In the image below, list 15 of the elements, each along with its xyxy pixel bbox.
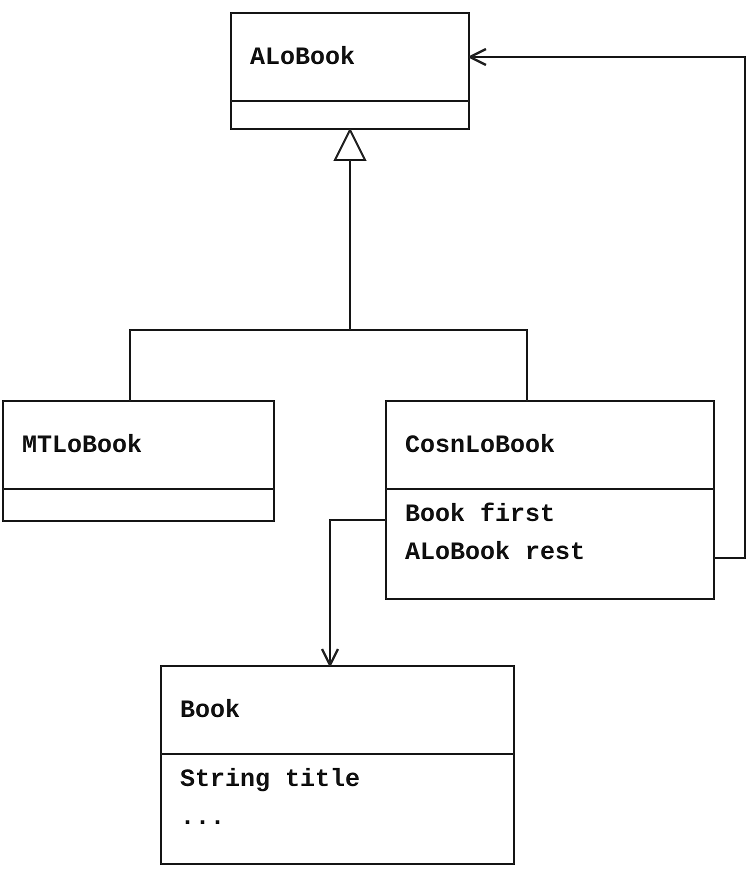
class-name: CosnLoBook [405,430,556,460]
arrow [468,48,746,559]
field-text: ALoBook rest [405,537,586,569]
inheritance-arrow [334,129,528,400]
class-name: MTLoBook [22,430,142,460]
arrow [320,519,385,666]
class-name: ALoBook [250,42,356,72]
class-name: Book [180,696,240,724]
class-box [2,400,275,522]
field-text: Book first [405,499,556,531]
class-box [230,12,470,130]
field-text: String title [180,764,362,796]
class-box [385,400,715,600]
field-text: ... [180,802,226,834]
class-box [160,665,515,865]
